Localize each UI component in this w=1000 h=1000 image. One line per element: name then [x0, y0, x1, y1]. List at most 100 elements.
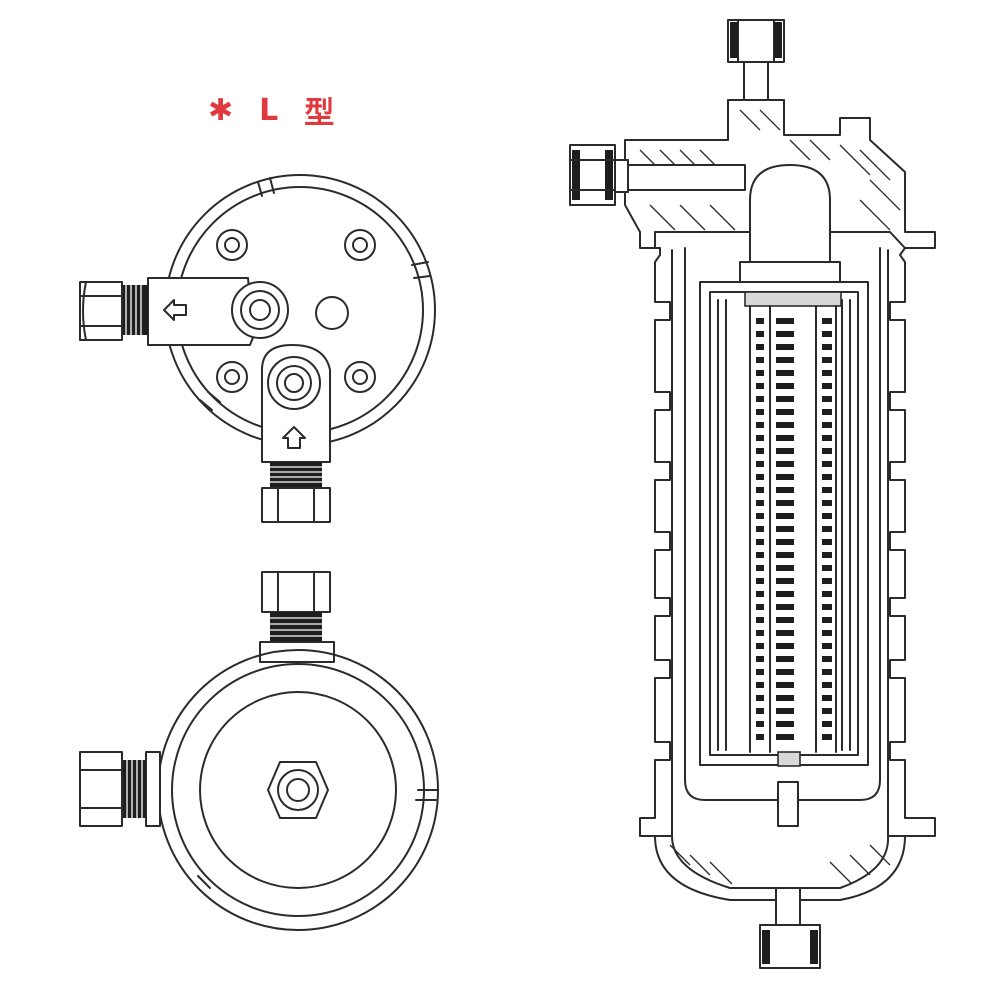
filter-slot	[756, 526, 764, 532]
filter-slot	[776, 734, 794, 740]
filter-slot	[822, 565, 832, 571]
bottom-outlet-tube	[775, 887, 801, 926]
rim-tick-lower	[197, 875, 211, 889]
type-label: L	[259, 92, 279, 128]
filter-slot	[756, 604, 764, 610]
filter-slots	[756, 318, 832, 740]
filter-slot	[776, 370, 794, 376]
left-hex-flat	[79, 295, 123, 327]
left-hex-curve	[82, 281, 87, 341]
filter-slot	[776, 617, 794, 623]
filter-slot	[822, 383, 832, 389]
rim-tick	[415, 789, 439, 801]
filter-slot	[822, 695, 832, 701]
filter-slot	[776, 539, 794, 545]
filter-slot	[776, 604, 794, 610]
filter-slot	[776, 396, 794, 402]
filter-slot	[756, 409, 764, 415]
filter-slot	[822, 643, 832, 649]
filter-slot	[776, 357, 794, 363]
shell-right-wall	[887, 247, 936, 837]
filter-slot	[776, 695, 794, 701]
filter-slot	[756, 331, 764, 337]
filter-slot	[822, 422, 832, 428]
filter-slot	[756, 656, 764, 662]
center-fitting-bore	[249, 299, 271, 321]
filter-slot	[776, 578, 794, 584]
filter-top-band	[744, 291, 842, 307]
drain-fitting-bore	[286, 778, 310, 802]
side-hex-flat	[569, 159, 616, 191]
arrow-up-icon	[282, 426, 306, 449]
filter-slot	[776, 591, 794, 597]
upper-thread	[270, 612, 322, 642]
sight-plug	[315, 296, 349, 330]
bolt-hole	[216, 361, 248, 393]
bottom-fitting-bore	[284, 373, 304, 393]
filter-slot	[756, 448, 764, 454]
top-view	[79, 174, 436, 523]
side-inlet-passage	[627, 164, 746, 191]
bottom-hex-nut-section	[759, 924, 821, 969]
filter-slot	[756, 422, 764, 428]
filter-slot	[776, 474, 794, 480]
cartridge-cap	[739, 261, 841, 283]
filter-slot	[822, 513, 832, 519]
filter-slot	[822, 370, 832, 376]
bottom-thread	[270, 462, 322, 488]
side-hex-nut	[79, 751, 123, 827]
filter-slot	[822, 487, 832, 493]
filter-slot	[776, 435, 794, 441]
filter-slot	[756, 474, 764, 480]
filter-slot	[776, 708, 794, 714]
center-fitting-ring	[240, 290, 280, 330]
top-hex-nut	[727, 19, 785, 63]
filter-slot	[756, 643, 764, 649]
filter-slot	[756, 734, 764, 740]
filter-slot	[756, 591, 764, 597]
bottom-nut-shade	[762, 930, 818, 964]
filter-slot	[756, 500, 764, 506]
left-hex-nut	[79, 281, 123, 341]
filter-slot	[822, 669, 832, 675]
filter-slot	[822, 539, 832, 545]
top-nut-shade	[730, 22, 782, 58]
filter-slot	[776, 630, 794, 636]
arrow-left-icon	[163, 299, 187, 321]
type-char: 型	[304, 96, 335, 131]
filter-slot	[756, 396, 764, 402]
filter-slot	[756, 461, 764, 467]
filter-slot	[822, 318, 832, 324]
mesh-left	[717, 299, 727, 751]
filter-slot	[822, 578, 832, 584]
filter-slot	[776, 656, 794, 662]
filter-slot	[776, 318, 794, 324]
filter-slot	[756, 318, 764, 324]
filter-slot	[756, 708, 764, 714]
rim-notch-left	[199, 391, 221, 411]
bottom-hex-flat	[277, 487, 315, 523]
bottom-view-inner-circle	[199, 691, 397, 889]
side-inlet-stub	[614, 159, 629, 193]
side-hex-flat	[79, 769, 123, 809]
filter-slot	[756, 578, 764, 584]
filter-slot	[822, 526, 832, 532]
filter-slot	[756, 617, 764, 623]
filter-slot	[822, 357, 832, 363]
filter-slot	[756, 513, 764, 519]
filter-slot	[756, 695, 764, 701]
drain-fitting-ring	[277, 769, 319, 811]
filter-slot	[822, 721, 832, 727]
filter-bottom-plug	[777, 751, 801, 767]
filter-slot	[776, 552, 794, 558]
filter-core-walls	[769, 305, 817, 753]
filter-slot	[776, 409, 794, 415]
filter-slot	[756, 383, 764, 389]
diagram-title: ✱ L 型	[208, 88, 334, 132]
side-port-base	[145, 751, 161, 827]
filter-slot	[776, 513, 794, 519]
filter-slot	[756, 721, 764, 727]
bottom-fitting-ring	[276, 365, 312, 401]
filter-slot	[822, 591, 832, 597]
filter-slot	[776, 721, 794, 727]
